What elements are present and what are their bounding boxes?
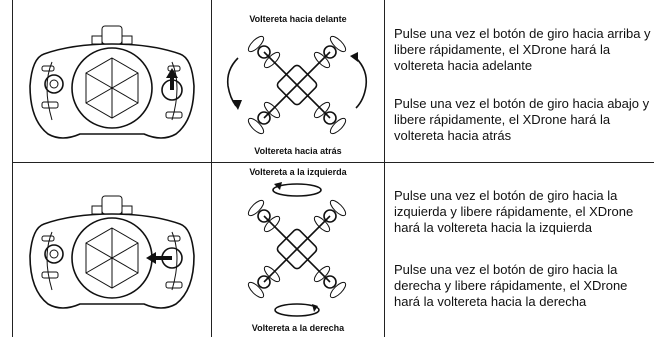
row-divider (12, 162, 654, 163)
instruction-flip-left: Pulse una vez el botón de giro hacia la … (394, 188, 634, 235)
instruction-flip-right: Pulse una vez el botón de giro hacia la … (394, 262, 628, 309)
drone-body-1 (247, 35, 347, 135)
table-border-left (12, 0, 13, 337)
column-divider-1 (211, 0, 212, 337)
caption-flip-backward: Voltereta hacia atrás (254, 146, 342, 156)
drone-left-right-illustration (247, 182, 347, 317)
caption-flip-left: Voltereta a la izquierda (249, 167, 347, 177)
controller-side-flip-illustration (29, 195, 195, 309)
instruction-flip-forward: Pulse una vez el botón de giro hacia arr… (394, 26, 651, 73)
controller-up-flip-illustration (29, 25, 195, 139)
drone-forward-back-illustration (226, 35, 368, 135)
instruction-flip-backward: Pulse una vez el botón de giro hacia aba… (394, 96, 650, 143)
caption-flip-right: Voltereta a la derecha (251, 323, 345, 333)
caption-flip-forward: Voltereta hacia delante (249, 14, 347, 24)
column-divider-2 (384, 0, 385, 337)
